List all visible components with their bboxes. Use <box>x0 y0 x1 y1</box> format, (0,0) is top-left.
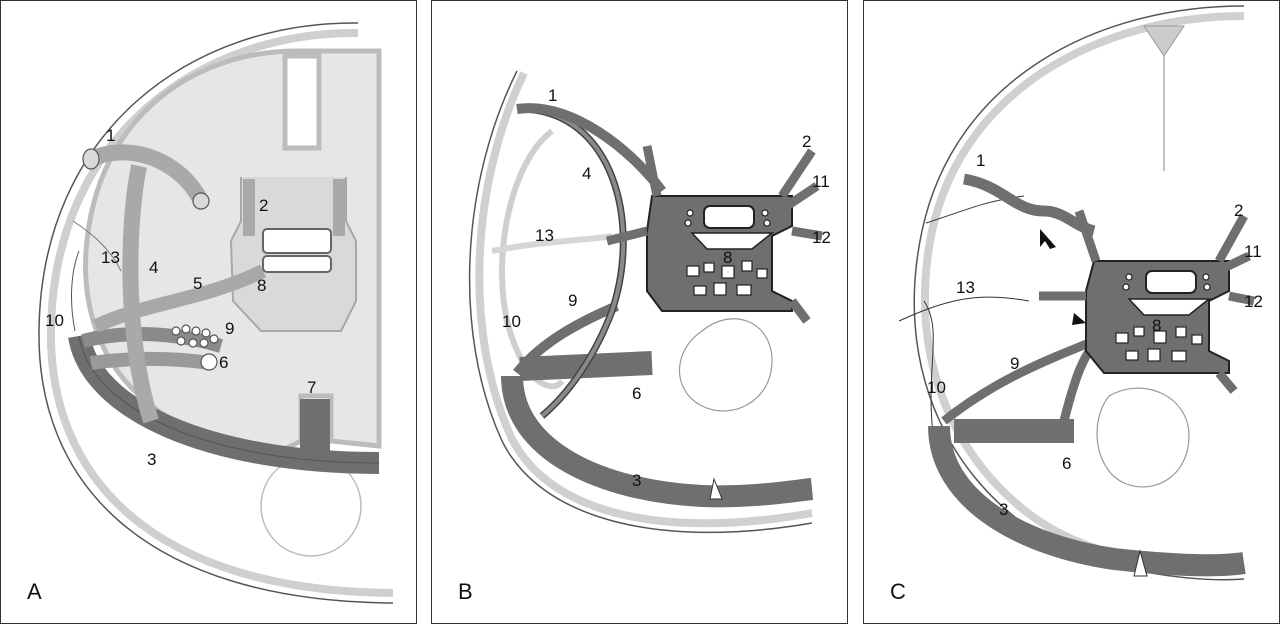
vein-3 <box>928 425 1246 577</box>
skull-inner <box>475 71 813 528</box>
label-9: 9 <box>1010 354 1019 373</box>
label-13: 13 <box>101 248 120 267</box>
label-12: 12 <box>1244 292 1263 311</box>
panel-letter: B <box>458 579 473 604</box>
panel-b: 1 2 3 4 6 8 9 10 11 12 13 B <box>431 0 848 624</box>
panel-a: 1 2 3 4 5 6 7 8 9 10 13 A <box>0 0 417 624</box>
vein-1 <box>87 144 209 205</box>
label-3: 3 <box>147 450 156 469</box>
skull-outer <box>468 70 813 534</box>
label-4: 4 <box>582 164 591 183</box>
falx <box>1143 25 1185 57</box>
label-1: 1 <box>106 126 115 145</box>
panel-a-diagram: 1 2 3 4 5 6 7 8 9 10 13 <box>38 22 394 604</box>
panel-letter: A <box>27 579 42 604</box>
label-10: 10 <box>927 378 946 397</box>
label-7: 7 <box>307 378 316 397</box>
label-2: 2 <box>1234 201 1243 220</box>
label-1: 1 <box>976 151 985 170</box>
foramen-circle <box>1096 387 1190 488</box>
vein-9 <box>513 301 619 377</box>
label-6: 6 <box>632 384 641 403</box>
vein-7 <box>300 399 330 459</box>
label-3: 3 <box>632 471 641 490</box>
label-12: 12 <box>812 228 831 247</box>
label-2: 2 <box>259 196 268 215</box>
label-9: 9 <box>568 291 577 310</box>
label-8: 8 <box>1152 316 1161 335</box>
panel-letter: C <box>890 579 906 604</box>
label-10: 10 <box>45 311 64 330</box>
label-1: 1 <box>548 86 557 105</box>
vein-3 <box>501 375 814 508</box>
label-5: 5 <box>193 274 202 293</box>
arrow-marker <box>1040 229 1056 249</box>
arrowhead-marker <box>1072 313 1086 325</box>
panel-c-diagram: 1 2 3 6 8 9 10 11 12 13 <box>898 5 1263 581</box>
panel-c: 1 2 3 6 8 9 10 11 12 13 C <box>863 0 1280 624</box>
foramen-circle <box>679 318 773 412</box>
skull-outer <box>38 22 394 604</box>
label-6: 6 <box>1062 454 1071 473</box>
label-13: 13 <box>956 278 975 297</box>
label-11: 11 <box>1244 242 1262 261</box>
label-9: 9 <box>225 319 234 338</box>
midline-fissure <box>282 53 322 151</box>
label-3: 3 <box>999 500 1008 519</box>
vein-4 <box>122 164 159 424</box>
vein-1 <box>962 173 1096 237</box>
plexus-9 <box>171 324 219 348</box>
label-6: 6 <box>219 353 228 372</box>
label-8: 8 <box>257 276 266 295</box>
label-8: 8 <box>723 248 732 267</box>
label-13: 13 <box>535 226 554 245</box>
vein-9 <box>941 336 1096 425</box>
label-4: 4 <box>149 258 158 277</box>
vein-5 <box>93 264 267 333</box>
label-11: 11 <box>812 172 830 191</box>
label-2: 2 <box>802 132 811 151</box>
panel-b-diagram: 1 2 3 4 6 8 9 10 11 12 13 <box>468 70 831 534</box>
label-10: 10 <box>502 312 521 331</box>
